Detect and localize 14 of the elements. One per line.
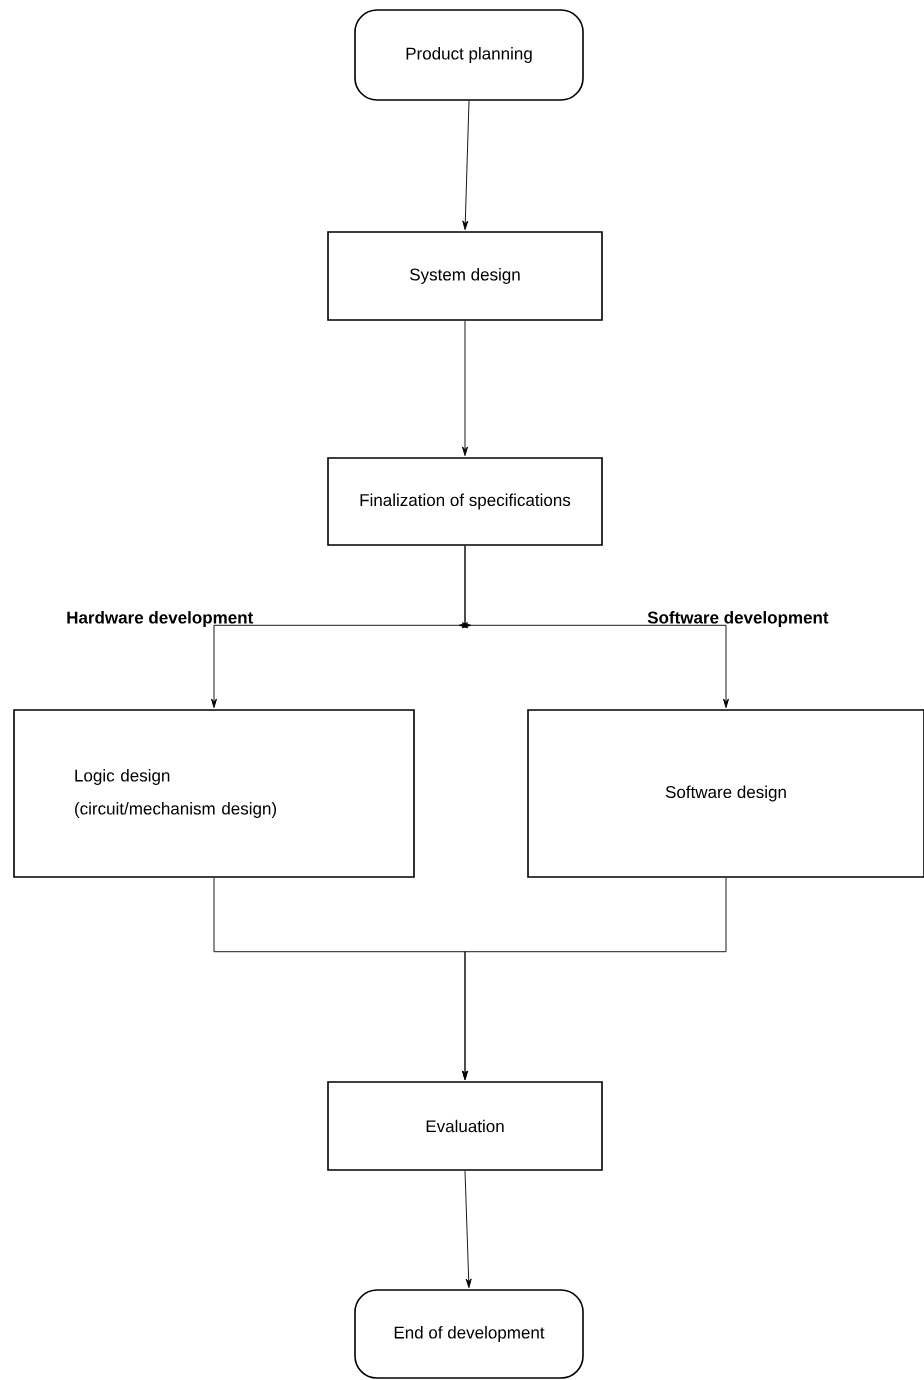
arrow (462, 100, 470, 231)
process-box: Software design (527, 709, 924, 878)
arrow (464, 1170, 472, 1289)
branch-label: Hardware development (67, 611, 254, 627)
arrow (462, 877, 727, 1081)
terminal-box: End of development (354, 1289, 584, 1379)
process-box: Finalization of specifications (327, 457, 603, 546)
terminal-box: Product planning (354, 9, 584, 101)
branch-label: Software development (647, 611, 829, 627)
arrow (461, 545, 729, 709)
arrow (462, 320, 468, 457)
process-box: Logic design (circuit/mechanism design) (13, 709, 415, 878)
process-box: Evaluation (327, 1081, 603, 1171)
process-box: System design (327, 231, 603, 321)
